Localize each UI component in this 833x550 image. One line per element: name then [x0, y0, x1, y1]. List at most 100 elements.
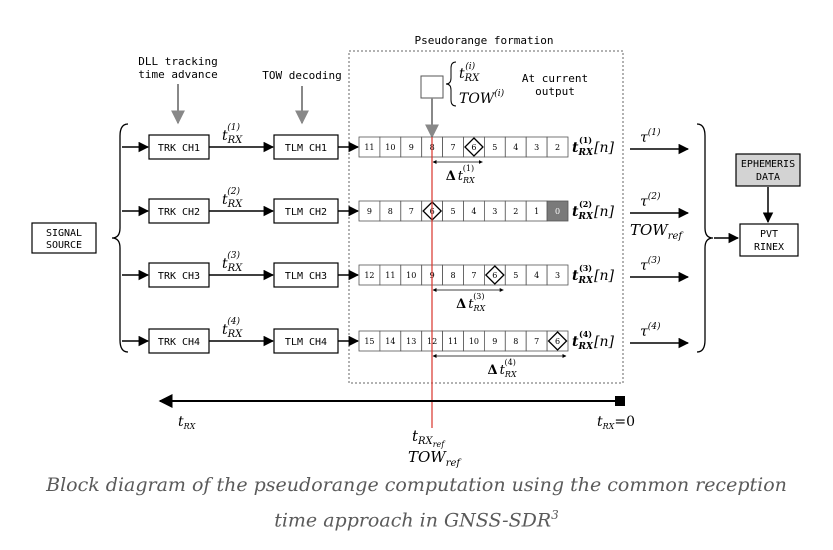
- buffer-output-label-ch1: tRX(1)[n]: [572, 135, 615, 158]
- pseudorange-formation-region: [348, 50, 624, 384]
- pvt-line2: RINEX: [754, 242, 784, 253]
- buffer-cell-value-ch1: 11: [364, 143, 374, 152]
- buffer-cell-value-ch4: 11: [448, 337, 458, 346]
- buffer-cell-value-ch3: 8: [451, 271, 456, 280]
- current-symbol-marker-ch1: [464, 137, 484, 157]
- buffer-cell-ch2: [546, 200, 569, 222]
- trk-box-ch4: [148, 328, 210, 354]
- tlm-label-ch3: TLM CH3: [285, 271, 327, 282]
- buffer-cell-value-ch3: 4: [534, 271, 539, 280]
- buffer-cell-value-ch1: 4: [513, 143, 518, 152]
- left-brace: [111, 123, 129, 353]
- buffer-cell-value-ch3: 6: [492, 271, 497, 280]
- buffer-cell-value-ch2: 8: [388, 207, 393, 216]
- t-rx-label-ch1: tRX(1): [222, 122, 243, 146]
- buffer-cell-value-ch4: 15: [364, 337, 374, 346]
- buffer-cell-value-ch2: 5: [451, 207, 456, 216]
- buffer-output-label-ch2: tRX(2)[n]: [572, 199, 615, 222]
- signal-source-box: [31, 222, 97, 254]
- buffer-cell-value-ch2: 0: [555, 207, 560, 216]
- buffer-cell-ch3: [546, 264, 569, 286]
- pseudorange-block-diagram: Pseudorange formation DLL tracking time …: [31, 34, 801, 469]
- current-symbol-marker-ch3: [484, 265, 505, 285]
- buffer-cell-value-ch3: 5: [513, 271, 518, 280]
- buffer-cell-value-ch1: 10: [385, 143, 395, 152]
- tau-label-ch2: τ(2): [640, 191, 661, 210]
- buffer-output-label-ch4: tRX(4)[n]: [572, 329, 615, 352]
- buffer-cell-value-ch3: 11: [385, 271, 395, 280]
- signal-source-line2: SOURCE: [46, 240, 82, 251]
- dll-label-line1: DLL tracking: [138, 55, 217, 68]
- tlm-label-ch2: TLM CH2: [285, 207, 327, 218]
- tlm-box-ch2: [273, 198, 339, 224]
- tau-label-ch1: τ(1): [640, 127, 661, 146]
- buffer-cell-value-ch1: 7: [451, 143, 456, 152]
- ephemeris-line1: EPHEMERIS: [741, 159, 795, 170]
- at-current-line2: output: [535, 85, 575, 98]
- pvt-line1: PVT: [760, 229, 778, 240]
- buffer-cell-value-ch2: 3: [492, 207, 497, 216]
- trk-label-ch4: TRK CH4: [158, 337, 200, 348]
- legend-box: [420, 75, 444, 99]
- current-symbol-marker-ch4: [547, 331, 568, 351]
- tau-label-ch4: τ(4): [640, 321, 661, 340]
- figure-caption: Block diagram of the pseudorange computa…: [0, 470, 833, 535]
- caption-line1: Block diagram of the pseudorange computa…: [46, 474, 787, 496]
- t-rx-label-ch2: tRX(2): [222, 186, 243, 210]
- buffer-cell-value-ch1: 5: [492, 143, 497, 152]
- pvt-box: [739, 223, 799, 257]
- tow-ref-bottom-label: TOWref: [408, 448, 462, 469]
- buffer-cell-value-ch2: 2: [513, 207, 518, 216]
- buffer-cell-value-ch4: 13: [406, 337, 416, 346]
- buffer-cell-value-ch1: 3: [534, 143, 539, 152]
- buffer-cell-value-ch4: 6: [555, 337, 560, 346]
- legend-brace: [445, 61, 457, 107]
- buffer-cell-value-ch2: 7: [409, 207, 414, 216]
- pseudorange-formation-title: Pseudorange formation: [414, 34, 553, 47]
- tow-ref-mid-label: TOWref: [630, 221, 684, 242]
- buffer-cell-ch1: [546, 136, 569, 158]
- buffer-cell-value-ch3: 3: [555, 271, 560, 280]
- t-rx-left-label: tRX: [178, 414, 196, 431]
- tlm-label-ch1: TLM CH1: [285, 143, 327, 154]
- buffer-cell-value-ch4: 8: [513, 337, 518, 346]
- t-rx-zero-label: tRX=0: [597, 414, 635, 431]
- t-rx-ref-label: tRXref: [412, 427, 446, 449]
- tau-label-ch3: τ(3): [640, 255, 661, 274]
- legend-t-rx: tRX(i): [459, 61, 480, 84]
- ephemeris-box: [735, 153, 801, 187]
- buffer-cell-value-ch3: 7: [471, 271, 476, 280]
- tlm-label-ch4: TLM CH4: [285, 337, 327, 348]
- tow-decoding-label: TOW decoding: [262, 69, 341, 82]
- signal-source-line1: SIGNAL: [46, 228, 82, 239]
- tlm-box-ch4: [273, 328, 339, 354]
- buffer-cell-value-ch1: 9: [409, 143, 414, 152]
- trk-label-ch3: TRK CH3: [158, 271, 200, 282]
- trk-box-ch1: [148, 134, 210, 160]
- buffer-cell-value-ch2: 4: [471, 207, 476, 216]
- buffer-cell-value-ch3: 10: [406, 271, 416, 280]
- buffer-cell-value-ch2: 9: [367, 207, 372, 216]
- trk-label-ch1: TRK CH1: [158, 143, 200, 154]
- buffer-cell-value-ch4: 14: [385, 337, 395, 346]
- t-rx-label-ch3: tRX(3): [222, 250, 243, 274]
- trk-label-ch2: TRK CH2: [158, 207, 200, 218]
- buffer-cell-value-ch4: 9: [492, 337, 497, 346]
- at-current-line1: At current: [522, 72, 588, 85]
- buffer-cell-value-ch1: 2: [555, 143, 560, 152]
- buffer-cell-value-ch1: 6: [471, 143, 476, 152]
- legend-tow: TOW(i): [459, 88, 505, 107]
- buffer-cell-value-ch3: 12: [364, 271, 374, 280]
- buffer-output-label-ch3: tRX(3)[n]: [572, 263, 615, 286]
- caption-line2: time approach in GNSS-SDR3: [274, 508, 559, 532]
- right-brace: [696, 123, 714, 353]
- buffer-cell-value-ch2: 1: [534, 207, 539, 216]
- buffer-cell-value-ch4: 10: [469, 337, 479, 346]
- t-rx-label-ch4: tRX(4): [222, 316, 243, 340]
- caption-footnote: 3: [551, 508, 559, 522]
- buffer-cell-value-ch4: 7: [534, 337, 539, 346]
